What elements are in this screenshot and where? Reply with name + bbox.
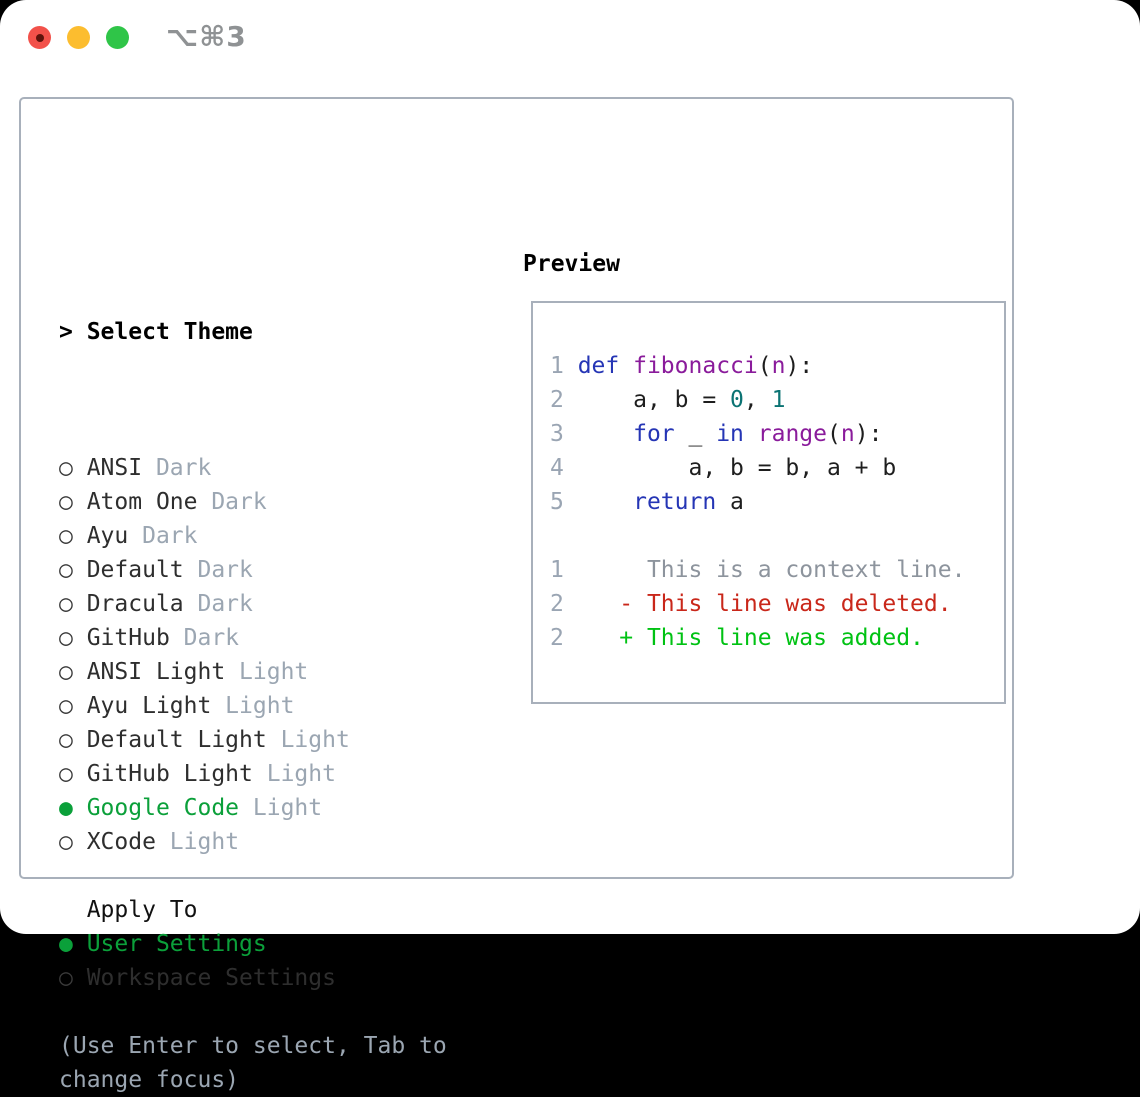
radio-icon: ○	[59, 965, 87, 991]
theme-option-label: Default Light	[86, 727, 267, 753]
radio-selected-icon: ●	[59, 931, 87, 957]
minimize-button[interactable]	[67, 26, 90, 49]
apply-option-label: Workspace Settings	[86, 965, 336, 991]
code-line: 3 for _ in range(n):	[550, 421, 883, 447]
code-line: 5 return a	[550, 489, 744, 515]
theme-variant-label: Light	[225, 659, 309, 685]
window-title: ⌥⌘3	[166, 20, 247, 53]
radio-icon: ○	[59, 625, 87, 651]
theme-option-label: GitHub	[86, 625, 170, 651]
radio-icon: ○	[59, 659, 87, 685]
theme-variant-label: Light	[155, 829, 240, 855]
code-line	[550, 519, 1004, 553]
preview-heading: Preview	[523, 251, 620, 277]
radio-icon: ○	[59, 829, 87, 855]
apply-to-header: Apply To	[59, 893, 447, 927]
select-theme-header-label: Select Theme	[86, 319, 253, 345]
theme-option-label: ANSI Light	[86, 659, 226, 685]
radio-icon: ○	[59, 455, 87, 481]
theme-option-ayu-light[interactable]: ○ Ayu Light Light	[59, 689, 447, 723]
apply-option-user-settings[interactable]: ● User Settings	[59, 927, 447, 961]
theme-option-label: Dracula	[86, 591, 184, 617]
theme-option-label: Google Code	[86, 795, 240, 821]
close-button-dot-icon	[35, 33, 44, 42]
theme-option-label: XCode	[86, 829, 156, 855]
code-line: 4 a, b = b, a + b	[550, 455, 897, 481]
theme-variant-label: Dark	[169, 625, 240, 651]
theme-option-default-light[interactable]: ○ Default Light Light	[59, 723, 447, 757]
theme-variant-label: Dark	[183, 557, 253, 583]
theme-option-ansi-light[interactable]: ○ ANSI Light Light	[59, 655, 447, 689]
radio-selected-icon: ●	[59, 795, 87, 821]
radio-icon: ○	[59, 557, 87, 583]
theme-option-ayu[interactable]: ○ Ayu Dark	[59, 519, 447, 553]
apply-option-label: User Settings	[86, 931, 267, 957]
theme-option-github[interactable]: ○ GitHub Dark	[59, 621, 447, 655]
theme-option-label: Atom One	[86, 489, 198, 515]
theme-option-google-code[interactable]: ● Google Code Light	[59, 791, 447, 825]
theme-variant-label: Light	[211, 693, 295, 719]
code-line: 2 a, b = 0, 1	[550, 387, 786, 413]
theme-option-dracula[interactable]: ○ Dracula Dark	[59, 587, 447, 621]
theme-option-label: Default	[86, 557, 184, 583]
theme-variant-label: Light	[252, 761, 336, 787]
theme-option-label: Ayu Light	[86, 693, 212, 719]
theme-option-atom-one[interactable]: ○ Atom One Dark	[59, 485, 447, 519]
radio-icon: ○	[59, 761, 87, 787]
code-line: 1 def fibonacci(n):	[550, 353, 814, 379]
theme-variant-label: Light	[266, 727, 350, 753]
radio-icon: ○	[59, 591, 87, 617]
theme-option-label: ANSI	[86, 455, 143, 481]
theme-list: > Select Theme ○ ANSI Dark○ Atom One Dar…	[59, 247, 447, 1097]
preview-pane: 1 def fibonacci(n): 2 a, b = 0, 1 3 for _ …	[531, 301, 1006, 704]
preview-code: 1 def fibonacci(n): 2 a, b = 0, 1 3 for _ …	[550, 349, 1004, 655]
apply-option-workspace-settings[interactable]: ○ Workspace Settings	[59, 961, 447, 995]
focus-caret-icon: >	[59, 319, 87, 345]
theme-option-ansi[interactable]: ○ ANSI Dark	[59, 451, 447, 485]
spacer	[59, 995, 447, 1029]
theme-option-label: Ayu	[86, 523, 129, 549]
radio-icon: ○	[59, 727, 87, 753]
zoom-button[interactable]	[106, 26, 129, 49]
hint-text: (Use Enter to select, Tab to	[59, 1033, 447, 1059]
theme-option-xcode[interactable]: ○ XCode Light	[59, 825, 447, 859]
close-button[interactable]	[28, 26, 51, 49]
theme-selector-panel: > Select Theme ○ ANSI Dark○ Atom One Dar…	[19, 97, 1014, 1093]
radio-icon: ○	[59, 523, 87, 549]
theme-option-label: GitHub Light	[86, 761, 253, 787]
theme-variant-label: Dark	[183, 591, 253, 617]
code-line: 2 + This line was added.	[550, 625, 924, 651]
apply-to-label: Apply To	[59, 897, 198, 923]
radio-icon: ○	[59, 489, 87, 515]
hint-text: change focus)	[59, 1067, 240, 1093]
select-theme-header: > Select Theme	[59, 315, 447, 349]
code-line: 1 This is a context line.	[550, 557, 966, 583]
theme-option-default[interactable]: ○ Default Dark	[59, 553, 447, 587]
code-line: 2 - This line was deleted.	[550, 591, 952, 617]
theme-option-github-light[interactable]: ○ GitHub Light Light	[59, 757, 447, 791]
spacer	[59, 859, 447, 893]
theme-variant-label: Dark	[142, 455, 212, 481]
theme-variant-label: Dark	[128, 523, 198, 549]
radio-icon: ○	[59, 693, 87, 719]
theme-variant-label: Light	[239, 795, 323, 821]
theme-variant-label: Dark	[197, 489, 267, 515]
